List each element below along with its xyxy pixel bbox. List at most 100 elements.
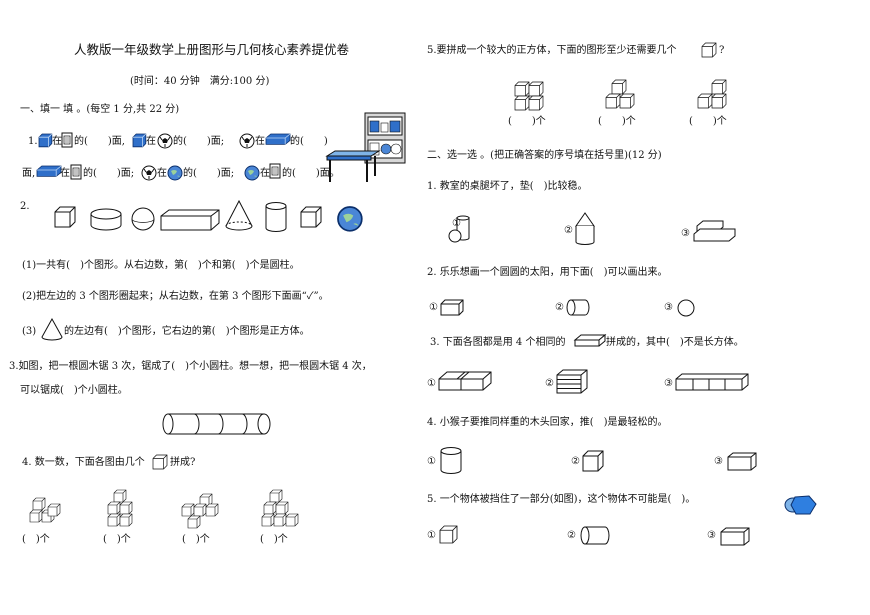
cube-stack-icon	[107, 489, 133, 527]
choice-4-option-3[interactable]: ③	[714, 456, 723, 467]
q2-part2: (2)把左边的 3 个图形圈起来；从右边数，在第 3 个图形下面画“✓”。	[22, 291, 329, 302]
choice-1-question: 1. 教室的桌腿坏了，垫( )比较稳。	[427, 181, 588, 192]
flat-cuboid-icon	[573, 333, 607, 347]
choice-2-option-3[interactable]: ③	[664, 302, 673, 313]
choice-3-option-1[interactable]: ①	[427, 378, 436, 389]
choice-4-option-2[interactable]: ②	[571, 456, 580, 467]
q1b-text: 的( )面;	[183, 168, 235, 179]
choice-3-question: 3. 下面各图都是用 4 个相同的	[430, 337, 566, 348]
q1a-text: 在	[52, 136, 62, 147]
q5-blank-1[interactable]: ( )个	[508, 116, 546, 127]
page-title: 人教版一年级数学上册图形与几何核心素养提优卷	[74, 42, 350, 57]
choice-2-question: 2. 乐乐想画一个圆圆的太阳，用下面( )可以画出来。	[427, 267, 668, 278]
choice-1-option-3[interactable]: ③	[681, 228, 690, 239]
cuboid-icon	[727, 452, 757, 471]
q4-blank-4[interactable]: ( )个	[260, 534, 288, 545]
cylinder-icon	[90, 208, 122, 231]
q2-part1: (1)一共有( )个图形。从右边数，第( )个和第( )个是圆柱。	[22, 260, 300, 271]
q1b-text: 面,	[22, 168, 36, 179]
cuboid-icon	[720, 527, 750, 546]
pencil-case-icon	[70, 164, 82, 180]
choice-3-question: 拼成的，其中( )不是长方体。	[606, 337, 744, 348]
q1b-text: 的( )面;	[83, 168, 135, 179]
q1b-text: 在	[157, 168, 167, 179]
choice-2-option-2[interactable]: ②	[555, 302, 564, 313]
q2-part3-label: (3)	[22, 326, 37, 337]
log-icon	[162, 413, 271, 435]
pencil-case-icon	[269, 163, 281, 179]
cube-block-icon	[697, 79, 727, 109]
sphere-icon	[131, 207, 155, 231]
cube-icon	[152, 454, 168, 470]
cuboid-arrangement-icon	[675, 373, 749, 391]
q1b-text: 在	[60, 168, 70, 179]
cube-stack-icon	[261, 489, 299, 527]
q5-blank-2[interactable]: ( )个	[598, 116, 636, 127]
q1-number: 1.	[28, 136, 38, 147]
cylinder-icon	[580, 526, 610, 545]
q1a-text: 的( )面;	[173, 136, 225, 147]
choice-1-option-2[interactable]: ②	[564, 225, 573, 236]
cube-block-icon	[605, 79, 635, 109]
cone-icon	[225, 199, 253, 231]
cube-icon	[582, 450, 604, 472]
cube-icon	[701, 42, 717, 58]
blue-cube-icon	[132, 133, 147, 148]
pencil-case-icon	[61, 132, 73, 148]
globe-icon	[167, 165, 183, 181]
q1a-text: 在	[146, 136, 156, 147]
q1b-text: 在	[260, 168, 270, 179]
choice-5-option-1[interactable]: ①	[427, 530, 436, 541]
cuboid-arrangement-icon	[438, 371, 492, 391]
q1a-text: 的( )面,	[74, 136, 125, 147]
choice-5-option-2[interactable]: ②	[567, 530, 576, 541]
q4-text: 拼成?	[170, 457, 196, 468]
cuboid-icon	[160, 209, 220, 231]
choice-2-option-1[interactable]: ①	[429, 302, 438, 313]
cuboid-arrangement-icon	[556, 369, 588, 394]
choice-4-question: 4. 小猴子要推同样重的木头回家，推( )是最轻松的。	[427, 417, 668, 428]
q5-text: ?	[719, 45, 725, 56]
page-subtitle: (时间：40 分钟 满分:100 分)	[130, 76, 270, 87]
q2-part3-text: 的左边有( )个图形，它右边的第( )个图形是正方体。	[64, 326, 310, 337]
cube-block-icon	[514, 81, 544, 111]
section-2-heading: 二、选一选 。(把正确答案的序号填在括号里)(12 分)	[427, 150, 662, 161]
q1a-text: 在	[255, 136, 265, 147]
q1a-text: 的( )	[290, 136, 328, 147]
q4-blank-3[interactable]: ( )个	[182, 534, 210, 545]
q4-blank-2[interactable]: ( )个	[103, 534, 131, 545]
q3-line2: 可以锯成( )个小圆柱。	[20, 385, 128, 396]
q3-line1: 3.如图，把一根圆木锯 3 次，锯成了( )个小圆柱。想一想，把一根圆木锯 4 …	[9, 361, 372, 372]
choice-1-option-1[interactable]: ①	[452, 218, 461, 229]
cylinder-icon	[440, 447, 462, 474]
cylinder-sphere-icon	[448, 215, 470, 243]
choice-5-question: 5. 一个物体被挡住了一部分(如图)，这个物体不可能是( )。	[427, 494, 696, 505]
soccer-ball-icon	[239, 133, 255, 149]
cube-stack-icon	[181, 493, 219, 529]
globe-icon	[244, 165, 260, 181]
globe-icon	[337, 206, 363, 232]
choice-3-option-2[interactable]: ②	[545, 378, 554, 389]
cylinder-icon	[265, 202, 287, 232]
sphere-icon	[677, 299, 695, 317]
cube-icon	[439, 525, 458, 544]
cone-cylinder-icon	[575, 212, 595, 245]
q4-text: 4. 数一数，下面各图由几个	[22, 457, 145, 468]
soccer-ball-icon	[157, 133, 173, 149]
cylinder-icon	[566, 299, 590, 316]
cone-icon	[41, 317, 63, 341]
q5-blank-3[interactable]: ( )个	[689, 116, 727, 127]
cube-stack-icon	[29, 497, 61, 523]
cube-icon	[54, 206, 76, 228]
cuboid-icon	[440, 299, 464, 316]
choice-3-option-3[interactable]: ③	[664, 378, 673, 389]
q1b-text: 的( )面。	[282, 168, 340, 179]
cube-icon	[300, 206, 322, 228]
hidden-object-icon	[784, 495, 817, 515]
choice-4-option-1[interactable]: ①	[427, 456, 436, 467]
choice-5-option-3[interactable]: ③	[707, 530, 716, 541]
q4-blank-1[interactable]: ( )个	[22, 534, 50, 545]
stacked-boxes-icon	[693, 220, 736, 242]
section-1-heading: 一、填一 填 。(每空 1 分,共 22 分)	[20, 104, 180, 115]
q2-number: 2.	[20, 201, 30, 212]
